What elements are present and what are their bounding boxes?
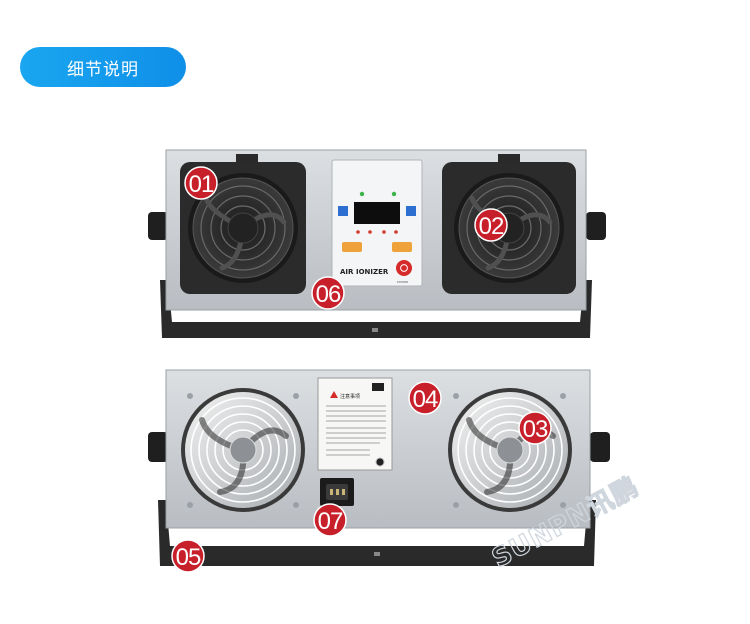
- back-right-fan-grill: [448, 388, 572, 512]
- power-button: [396, 260, 412, 276]
- power-icon: [400, 264, 408, 272]
- front-view: AIR IONIZER POWER: [148, 149, 606, 338]
- ground-terminal: [375, 457, 385, 467]
- brand-label-right: IONIZER: [356, 268, 389, 276]
- callout-number: 03: [523, 416, 548, 443]
- front-control-panel: AIR IONIZER POWER: [331, 159, 423, 287]
- mode-button-right: [392, 242, 412, 252]
- power-inlet: [320, 478, 354, 506]
- callout-number: 05: [176, 544, 201, 571]
- callout-badge: 01: [184, 166, 218, 200]
- brand-label-left: AIR: [340, 268, 354, 276]
- arrow-left-button: [338, 206, 348, 216]
- indicator-led-right: [391, 191, 397, 197]
- front-top-clip-right: [498, 154, 520, 162]
- callout-badge: 03: [518, 411, 552, 445]
- callout-badge: 04: [408, 381, 442, 415]
- warning-triangle-icon: [330, 391, 338, 398]
- callout-badge: 07: [313, 503, 347, 537]
- back-left-knob: [148, 432, 168, 462]
- front-stand: [160, 280, 592, 338]
- callout-number: 07: [318, 508, 343, 535]
- front-right-fan: [442, 162, 576, 294]
- back-right-knob: [590, 432, 610, 462]
- back-left-fan-grill: [181, 388, 305, 512]
- front-top-clip-left: [236, 154, 258, 162]
- arrow-right-button: [406, 206, 416, 216]
- callout-badge: 05: [171, 539, 205, 573]
- front-left-knob: [148, 212, 168, 240]
- callout-badge: 06: [311, 276, 345, 310]
- indicator-led-left: [359, 191, 365, 197]
- power-label: POWER: [397, 280, 408, 284]
- fuse-holder: [372, 383, 384, 391]
- back-stand: [158, 500, 596, 566]
- digital-display: [354, 202, 400, 224]
- front-right-knob: [586, 212, 606, 240]
- warning-title: 注意事项: [340, 393, 360, 400]
- callout-number: 06: [316, 281, 341, 308]
- warning-label: 注意事项: [317, 377, 393, 471]
- mode-button-left: [342, 242, 362, 252]
- callout-number: 01: [189, 171, 214, 198]
- back-stand-slot: [374, 552, 380, 556]
- callout-badge: 02: [474, 208, 508, 242]
- section-title-pill: 细节说明: [20, 47, 186, 87]
- callout-number: 04: [413, 386, 438, 413]
- section-title: 细节说明: [67, 59, 139, 79]
- callout-number: 02: [479, 213, 504, 240]
- front-stand-slot: [372, 328, 378, 332]
